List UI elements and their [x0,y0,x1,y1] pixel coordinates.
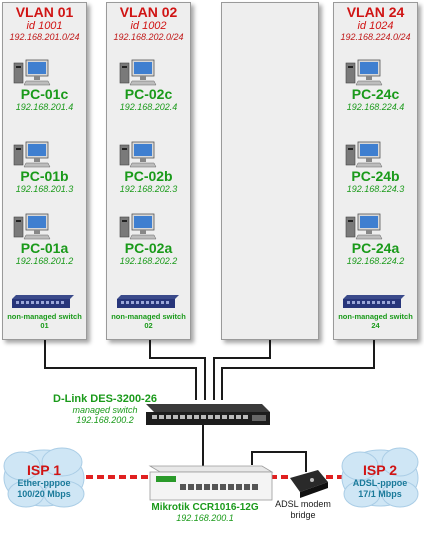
pc-ip: 192.168.224.4 [346,102,405,112]
isp1-speed: 100/20 Mbps [17,489,71,499]
pc-label: PC-02b 192.168.202.3 [106,168,191,194]
core-switch-label: D-Link DES-3200-26 managed switch 192.16… [30,393,180,425]
pc-name: PC-24a [351,240,400,256]
pc-name: PC-02b [124,168,173,184]
vlan-header: VLAN 02 id 1002 192.168.202.0/24 [106,4,191,42]
pc-24a-icon [345,213,383,240]
pc-name: PC-01b [20,168,69,184]
modem-label: ADSL modem bridge [275,499,331,520]
switch-24-icon [343,295,405,308]
vlan-box-ellipsis [221,2,319,340]
pc-24b-icon [345,141,383,168]
vlan-id: id 1002 [130,20,167,32]
vlan-name: VLAN 24 [346,4,405,20]
pc-name: PC-02a [124,240,173,256]
vlan-subnet: 192.168.202.0/24 [113,32,184,42]
vlan-id: id 1024 [357,20,394,32]
router-icon [148,465,274,501]
isp1-type: Ether-pppoe [17,478,71,488]
vlan-header: VLAN 01 id 1001 192.168.201.0/24 [2,4,87,42]
pc-01a-icon [13,213,51,240]
pc-02c-icon [119,59,157,86]
switch-label: non-managed switch 01 [7,312,82,330]
vlan-header: VLAN 24 id 1024 192.168.224.0/24 [333,4,418,42]
pc-label: PC-24b 192.168.224.3 [333,168,418,194]
pc-ip: 192.168.202.4 [119,102,178,112]
core-switch-name: D-Link DES-3200-26 [53,393,157,405]
switch-02-icon [117,295,179,308]
pc-ip: 192.168.202.2 [119,256,178,266]
modem-line [251,451,307,472]
pc-ip: 192.168.201.2 [15,256,74,266]
modem-icon [290,470,328,498]
pc-01b-icon [13,141,51,168]
router-label: Mikrotik CCR1016-12G 192.168.200.1 [135,502,275,523]
pc-name: PC-24c [351,86,400,102]
pc-ip: 192.168.224.3 [346,184,405,194]
isp1-cloud [3,447,85,508]
pc-name: PC-01a [20,240,69,256]
vlan-box-01 [2,2,87,340]
pc-label: PC-01c 192.168.201.4 [2,86,87,112]
vlan-name: VLAN 02 [119,4,178,20]
vlan-box-02 [106,2,191,340]
router-ip: 192.168.200.1 [176,513,234,523]
pc-name: PC-24b [351,168,400,184]
core-switch-role: managed switch [72,405,138,415]
isp2-cloud [341,447,419,508]
trunk-line-extra [213,338,271,400]
vlan-subnet: 192.168.201.0/24 [9,32,80,42]
pc-ip: 192.168.201.3 [15,184,74,194]
pc-label: PC-24c 192.168.224.4 [333,86,418,112]
pc-ip: 192.168.201.4 [15,102,74,112]
trunk-line-vlan01 [44,338,197,400]
isp1-label: ISP 1 Ether-pppoe 100/20 Mbps [4,462,84,500]
vlan-id: id 1001 [26,20,63,32]
pc-label: PC-01b 192.168.201.3 [2,168,87,194]
switch-label: non-managed switch 02 [111,312,186,330]
pc-label: PC-02c 192.168.202.4 [106,86,191,112]
isp1-title: ISP 1 [27,462,61,478]
isp2-title: ISP 2 [363,462,397,478]
vlan-name: VLAN 01 [15,4,74,20]
pc-label: PC-24a 192.168.224.2 [333,240,418,266]
switch-01-icon [12,295,74,308]
pc-name: PC-02c [124,86,173,102]
core-switch-icon [146,404,270,425]
trunk-line-vlan02 [149,338,206,400]
pc-label: PC-01a 192.168.201.2 [2,240,87,266]
pc-02b-icon [119,141,157,168]
pc-ip: 192.168.224.2 [346,256,405,266]
vlan-box-24 [333,2,418,340]
pc-name: PC-01c [20,86,69,102]
pc-01c-icon [13,59,51,86]
vlan-subnet: 192.168.224.0/24 [340,32,411,42]
trunk-line-vlan24 [221,338,375,400]
pc-label: PC-02a 192.168.202.2 [106,240,191,266]
isp2-label: ISP 2 ADSL-pppoe 17/1 Mbps [340,462,420,500]
pc-02a-icon [119,213,157,240]
switch-label: non-managed switch 24 [338,312,413,330]
isp2-speed: 17/1 Mbps [358,489,402,499]
pc-ip: 192.168.202.3 [119,184,178,194]
pc-24c-icon [345,59,383,86]
router-name: Mikrotik CCR1016-12G [151,502,259,513]
core-switch-ip: 192.168.200.2 [76,415,134,425]
isp2-type: ADSL-pppoe [352,478,408,488]
